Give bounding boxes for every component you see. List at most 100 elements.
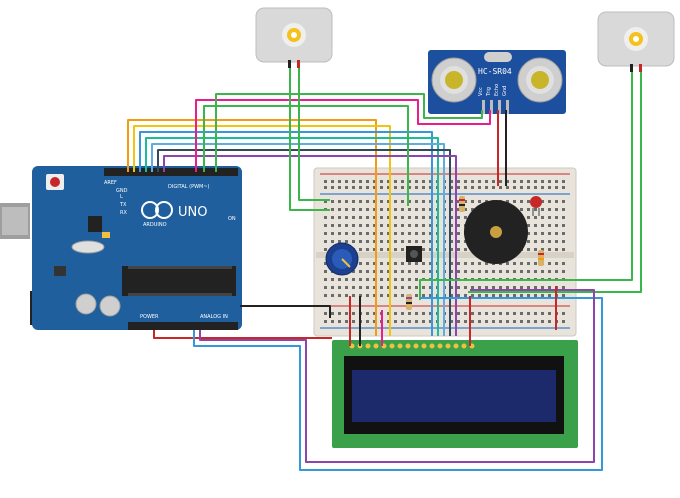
breadboard-hole [555, 262, 558, 265]
breadboard-hole [548, 200, 551, 203]
breadboard-hole [415, 312, 418, 315]
breadboard-hole [520, 270, 523, 273]
breadboard-hole [415, 286, 418, 289]
lcd-pin [397, 343, 403, 349]
breadboard-hole [415, 232, 418, 235]
breadboard-hole [387, 248, 390, 251]
breadboard-hole [415, 216, 418, 219]
breadboard-hole [338, 286, 341, 289]
wire-motor-right-b [468, 72, 642, 293]
sensor-pin [490, 100, 493, 114]
breadboard-hole [380, 278, 383, 281]
breadboard-hole [380, 270, 383, 273]
lcd-display [332, 340, 578, 448]
breadboard-hole [359, 240, 362, 243]
breadboard-hole [408, 286, 411, 289]
breadboard-hole [562, 286, 565, 289]
lcd-pin [389, 343, 395, 349]
breadboard-hole [345, 208, 348, 211]
breadboard-hole [457, 232, 460, 235]
breadboard-hole [471, 286, 474, 289]
breadboard-hole [373, 294, 376, 297]
sensor-pin [498, 100, 501, 114]
breadboard-hole [457, 248, 460, 251]
breadboard-hole [485, 286, 488, 289]
breadboard-hole [541, 248, 544, 251]
breadboard-hole [394, 286, 397, 289]
breadboard-hole [359, 232, 362, 235]
breadboard-hole [527, 294, 530, 297]
breadboard-hole [464, 208, 467, 211]
breadboard-hole [541, 232, 544, 235]
breadboard-hole [359, 294, 362, 297]
breadboard-hole [541, 186, 544, 189]
breadboard-hole [527, 216, 530, 219]
breadboard-hole [324, 312, 327, 315]
breadboard-hole [471, 262, 474, 265]
breadboard-hole [331, 312, 334, 315]
breadboard-hole [457, 294, 460, 297]
breadboard-hole [492, 286, 495, 289]
breadboard-hole [527, 286, 530, 289]
breadboard-hole [373, 216, 376, 219]
breadboard-hole [352, 278, 355, 281]
breadboard-hole [359, 262, 362, 265]
breadboard-hole [485, 320, 488, 323]
breadboard-hole [408, 208, 411, 211]
breadboard-hole [562, 186, 565, 189]
breadboard-hole [429, 312, 432, 315]
wire-motor-left-b [298, 68, 330, 201]
breadboard-hole [387, 232, 390, 235]
breadboard-hole [541, 224, 544, 227]
breadboard-hole [345, 186, 348, 189]
breadboard-hole [408, 216, 411, 219]
breadboard-hole [366, 186, 369, 189]
breadboard-hole [464, 312, 467, 315]
lcd-pin [437, 343, 443, 349]
breadboard-hole [338, 200, 341, 203]
breadboard-hole [373, 248, 376, 251]
breadboard-hole [394, 232, 397, 235]
breadboard-hole [331, 240, 334, 243]
breadboard-hole [548, 216, 551, 219]
lcd-screen [352, 370, 556, 422]
breadboard-hole [534, 270, 537, 273]
breadboard-hole [548, 270, 551, 273]
rx-label: RX [120, 210, 127, 216]
breadboard-hole [506, 186, 509, 189]
analog-header [188, 322, 238, 330]
atmega-chip [122, 266, 236, 296]
wire-gray [157, 149, 451, 336]
breadboard-hole [541, 240, 544, 243]
breadboard-hole [422, 208, 425, 211]
breadboard-hole [373, 270, 376, 273]
breadboard-hole [373, 186, 376, 189]
breadboard-hole [506, 200, 509, 203]
breadboard-hole [506, 320, 509, 323]
breadboard-hole [513, 286, 516, 289]
breadboard-hole [562, 224, 565, 227]
breadboard-hole [457, 262, 460, 265]
breadboard-hole [380, 180, 383, 183]
breadboard-hole [380, 186, 383, 189]
breadboard-hole [387, 180, 390, 183]
breadboard-hole [555, 208, 558, 211]
breadboard-hole [450, 224, 453, 227]
breadboard-hole [359, 286, 362, 289]
breadboard-hole [366, 294, 369, 297]
breadboard-hole [373, 262, 376, 265]
breadboard-hole [338, 216, 341, 219]
breadboard-hole [331, 200, 334, 203]
breadboard-hole [499, 186, 502, 189]
breadboard-hole [422, 270, 425, 273]
breadboard-hole [366, 200, 369, 203]
breadboard-hole [422, 180, 425, 183]
breadboard-hole [548, 286, 551, 289]
breadboard-hole [331, 320, 334, 323]
breadboard-hole [513, 180, 516, 183]
breadboard-hole [527, 208, 530, 211]
breadboard-hole [408, 200, 411, 203]
breadboard-hole [464, 200, 467, 203]
breadboard-hole [366, 320, 369, 323]
